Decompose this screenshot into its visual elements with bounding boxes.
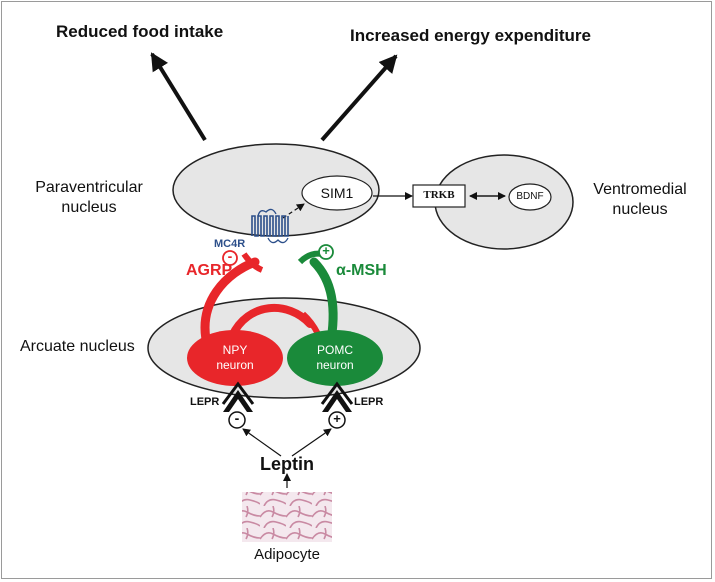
mc4r-receptor-icon [251,215,289,237]
ventromedial-label: Ventromedial nucleus [580,180,700,220]
pomc-neuron-label: POMC neuron [295,343,375,373]
energy-expenditure-label: Increased energy expenditure [350,26,591,45]
paraventricular-label-line2: nucleus [61,199,117,216]
agrp-sign: - [227,248,233,264]
pomc-lepr-sign: + [333,411,341,426]
leptin-pomc-arrow [291,428,332,457]
npy-neuron [187,330,283,386]
lepr-receptor-left-icon [223,390,253,412]
pomc-neuron-label-line1: POMC [317,343,353,357]
npy-lepr-sign: - [234,410,240,426]
npy-neuron-label-line1: NPY [222,343,248,357]
bdnf-label: BDNF [516,191,544,202]
ventromedial-label-line1: Ventromedial [593,181,687,198]
agrp-label: AGRP [186,262,233,279]
amsh-sign: + [322,243,330,258]
pomc-neuron [287,330,383,386]
pomc-neuron-label-line2: neuron [316,358,354,372]
agrp-inhibition-bar [241,252,264,273]
agrp-sign-icon [222,250,238,266]
adipocyte-label: Adipocyte [254,546,320,563]
ventromedial-label-line2: nucleus [612,201,668,218]
food-intake-label: Reduced food intake [56,22,224,41]
npy-neuron-label: NPY neuron [195,343,275,373]
npy-lepr-sign-icon [228,411,246,429]
lepr-receptor-left-outer-icon [221,381,255,405]
trkb-box [412,184,466,208]
trkb-label: TRKB [423,189,455,201]
amsh-label: α-MSH [336,262,387,279]
lepr-right-label: LEPR [354,396,384,408]
mc4r-label: MC4R [214,238,246,250]
paraventricular-label: Paraventricular nucleus [14,178,164,218]
energy-expenditure-arrow [320,54,398,142]
amsh-sign-icon [318,244,334,260]
sim1-label: SIM1 [320,185,354,201]
mc4r-loops-icon [257,208,289,244]
bdnf-node [508,183,552,211]
mc4r-sim1-arrow [282,203,305,219]
food-intake-arrow [150,52,207,142]
arcuate-label: Arcuate nucleus [20,338,135,355]
leptin-label: Leptin [260,454,314,474]
lepr-receptor-right-icon [322,390,352,412]
leptin-npy-arrow [242,428,282,457]
pomc-lepr-sign-icon [328,411,346,429]
lepr-left-label: LEPR [190,396,220,408]
paraventricular-label-line1: Paraventricular [35,179,143,196]
npy-neuron-label-line2: neuron [216,358,254,372]
lepr-receptor-right-outer-icon [320,381,354,405]
npy-pomc-inhibition-bar [300,311,321,336]
adipocyte-tissue-image [242,492,332,542]
sim1-node [301,175,373,211]
agrp-pathway [200,257,260,353]
